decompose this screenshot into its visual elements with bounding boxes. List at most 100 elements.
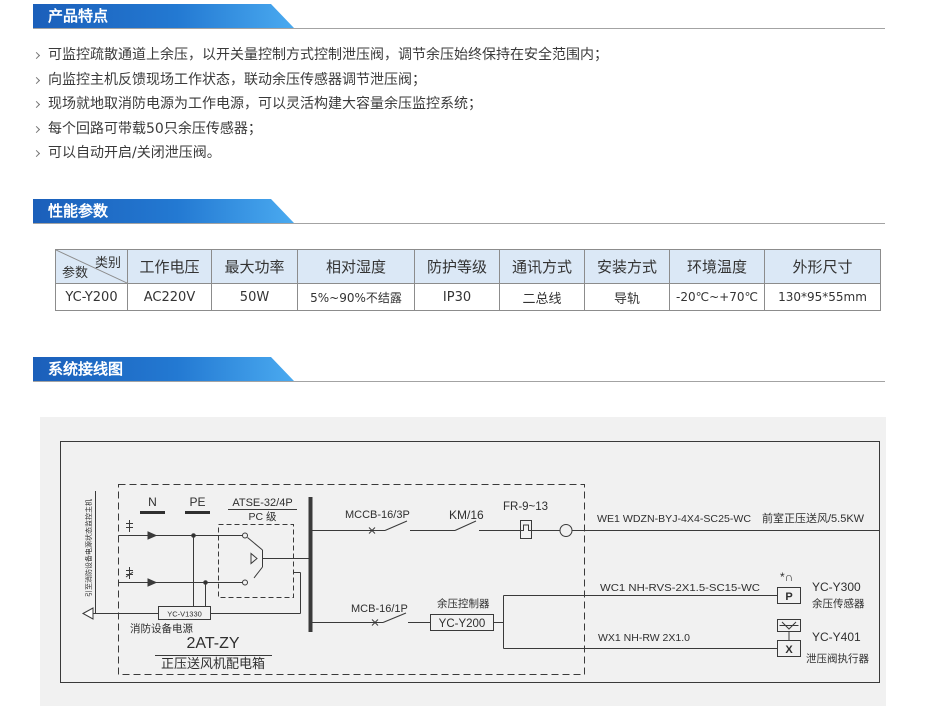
feeder-cable-label: WE1 WDZN-BYJ-4X4-SC25-WC xyxy=(597,513,751,525)
list-item: 可监控疏散通道上余压，以开关量控制方式控制泄压阀，调节余压始终保持在安全范围内； xyxy=(32,43,893,68)
cabinet-boundary xyxy=(118,484,585,675)
feature-text: 可以自动开启/关闭泄压阀。 xyxy=(48,145,221,161)
mccb-cross-mark xyxy=(368,527,376,534)
sensor-mark-label: *∩ xyxy=(780,570,793,584)
column-header-dimensions: 外形尺寸 xyxy=(764,249,881,284)
contactor-label: KM/16 xyxy=(449,508,484,522)
pressure-sensor-box xyxy=(777,587,801,604)
cabinet-name-label: 正压送风机配电箱 xyxy=(161,656,265,671)
corner-label-parameter: 参数 xyxy=(62,266,89,281)
feeder-load-label: 前室正压送风/5.5KW xyxy=(762,511,865,525)
backup-supply-arrow-icon xyxy=(147,578,158,587)
spec-table-body: 类别 参数 工作电压 最大功率 相对湿度 防护等级 通讯方式 安装方式 环境温度… xyxy=(55,249,881,311)
neutral-bar xyxy=(140,511,165,514)
actuator-model-label: YC-Y401 xyxy=(812,630,861,644)
list-item: 每个回路可带载50只余压传感器； xyxy=(32,117,893,142)
column-header-temperature: 环境温度 xyxy=(669,249,765,284)
section-tab: 性能参数 xyxy=(33,199,294,223)
list-item: 现场就地取消防电源为工作电源，可以灵活构建大容量余压监控系统； xyxy=(32,92,893,117)
thermal-relay-element xyxy=(520,524,532,531)
section-header-specs: 性能参数 xyxy=(33,199,885,224)
value-cell: 50W xyxy=(211,283,298,311)
value-cell: 5%~90%不结露 xyxy=(297,283,415,311)
value-cell: 导轨 xyxy=(584,283,670,311)
backup-phase-mark-icon xyxy=(125,567,134,579)
atse-blade-closed xyxy=(247,537,263,551)
atse-mechanism-icon xyxy=(250,552,258,565)
actuator-symbol-label: X xyxy=(785,644,793,656)
feature-list: 可监控疏散通道上余压，以开关量控制方式控制泄压阀，调节余压始终保持在安全范围内；… xyxy=(32,43,893,166)
model-cell: YC-Y200 xyxy=(55,283,128,311)
thermal-relay-label: FR-9~13 xyxy=(503,501,548,513)
monitor-host-label: 引至消防设备电源状态监控主机 xyxy=(84,499,93,597)
corner-header-cell: 类别 参数 xyxy=(55,249,128,284)
section-tab: 系统接线图 xyxy=(33,357,294,381)
mccb-label: MCCB-16/3P xyxy=(345,509,410,521)
atse-contact-primary xyxy=(242,532,248,539)
junction-dot xyxy=(191,533,196,538)
earth-label: PE xyxy=(189,495,205,509)
table-row: YC-Y200 AC220V 50W 5%~90%不结露 IP30 二总线 导轨… xyxy=(55,283,881,311)
value-cell: -20℃~+70℃ xyxy=(669,283,765,311)
list-item: 向监控主机反馈现场工作状态，联动余压传感器调节泄压阀； xyxy=(32,68,893,93)
column-header-voltage: 工作电压 xyxy=(127,249,212,284)
wiring-diagram-panel: 引至消防设备电源状态监控主机 N PE ATSE-32/4P PC 级 YC-V… xyxy=(40,417,886,706)
junction-dot xyxy=(203,580,208,585)
monitor-host-arrow-icon xyxy=(81,607,94,620)
sensor-symbol-label: P xyxy=(785,591,792,603)
value-cell: IP30 xyxy=(414,283,500,311)
feature-text: 向监控主机反馈现场工作状态，联动余压传感器调节泄压阀； xyxy=(48,71,426,88)
column-header-humidity: 相对湿度 xyxy=(297,249,415,284)
actuator-box xyxy=(777,640,801,657)
section-tab: 产品特点 xyxy=(33,4,294,28)
actuator-cable-label: WX1 NH-RW 2X1.0 xyxy=(598,632,690,644)
actuator-name-label: 泄压阀执行器 xyxy=(806,652,869,665)
phase-mark-slash xyxy=(125,571,134,578)
chevron-right-icon xyxy=(32,125,41,133)
atse-blade-open xyxy=(253,566,263,579)
column-header-protection: 防护等级 xyxy=(414,249,500,284)
feeder-terminal xyxy=(559,524,573,537)
section-title: 产品特点 xyxy=(48,7,109,25)
mccb-blade xyxy=(384,520,408,531)
column-header-power: 最大功率 xyxy=(211,249,298,284)
atse-class-label: PC 级 xyxy=(248,511,277,523)
sensor-cable-label: WC1 NH-RVS-2X1.5-SC15-WC xyxy=(600,582,760,594)
section-header-features: 产品特点 xyxy=(33,4,885,29)
list-item: 可以自动开启/关闭泄压阀。 xyxy=(32,141,893,166)
diagram-wires xyxy=(60,441,880,683)
contactor-blade xyxy=(454,520,477,531)
corner-label-category: 类别 xyxy=(94,256,121,271)
mcb-cross-mark xyxy=(371,619,379,626)
sensor-model-label: YC-Y300 xyxy=(812,580,861,594)
spec-table-header-row: 类别 参数 工作电压 最大功率 相对湿度 防护等级 通讯方式 安装方式 环境温度… xyxy=(55,249,881,284)
atse-boundary xyxy=(218,524,294,598)
wiring-diagram: 引至消防设备电源状态监控主机 N PE ATSE-32/4P PC 级 YC-V… xyxy=(60,441,880,683)
earth-bar xyxy=(185,511,210,514)
relief-valve-icon xyxy=(781,621,797,630)
chevron-right-icon xyxy=(32,100,41,109)
section-title: 性能参数 xyxy=(48,202,109,220)
monitor-model-label: YC-V1330 xyxy=(167,610,202,619)
section-header-wiring: 系统接线图 xyxy=(33,357,885,382)
spec-table: 类别 参数 工作电压 最大功率 相对湿度 防护等级 通讯方式 安装方式 环境温度… xyxy=(55,249,881,311)
value-cell: AC220V xyxy=(127,283,212,311)
sensor-name-label: 余压传感器 xyxy=(812,597,865,610)
value-cell: 130*95*55mm xyxy=(764,283,881,311)
primary-supply-arrow-icon xyxy=(147,531,158,540)
atse-model-label: ATSE-32/4P xyxy=(232,497,292,509)
feature-text: 每个回路可带载50只余压传感器； xyxy=(48,120,262,137)
neutral-label: N xyxy=(148,495,157,509)
cabinet-code-label: 2AT-ZY xyxy=(186,635,239,652)
column-header-communication: 通讯方式 xyxy=(499,249,585,284)
column-header-installation: 安装方式 xyxy=(584,249,670,284)
mcb-label: MCB-16/1P xyxy=(351,603,408,615)
controller-label: 余压控制器 xyxy=(437,597,490,610)
section-title: 系统接线图 xyxy=(48,360,124,378)
feature-text: 可监控疏散通道上余压，以开关量控制方式控制泄压阀，调节余压始终保持在安全范围内； xyxy=(48,47,608,63)
fire-power-label: 消防设备电源 xyxy=(130,622,193,635)
feature-text: 现场就地取消防电源为工作电源，可以灵活构建大容量余压监控系统； xyxy=(48,96,482,112)
diagram-labels: 引至消防设备电源状态监控主机 N PE ATSE-32/4P PC 级 YC-V… xyxy=(84,495,869,671)
thermal-relay-box xyxy=(520,520,532,539)
chevron-right-icon xyxy=(32,51,41,60)
